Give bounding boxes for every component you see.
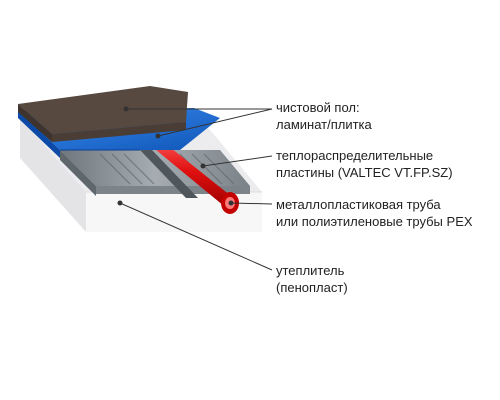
- heat-plates-label-line1: теплораспределительные: [276, 148, 434, 163]
- pipe-label-line1: металлопластиковая труба: [276, 197, 441, 212]
- finish-floor-layer: [18, 86, 188, 142]
- pipe-label: металлопластиковая труба или полиэтилено…: [276, 196, 473, 230]
- heat-plates-label: теплораспределительные пластины (VALTEC …: [276, 147, 453, 181]
- finish-floor-label-line1: чистовой пол:: [276, 100, 360, 115]
- finish-floor-label-line2: ламинат/плитка: [276, 117, 372, 132]
- insulation-label-line1: утеплитель: [276, 263, 345, 278]
- heat-plates-label-line2: пластины (VALTEC VT.FP.SZ): [276, 165, 453, 180]
- leader-dots: [117, 106, 234, 206]
- insulation-label-line2: (пенопласт): [276, 280, 348, 295]
- pipe-label-line2: или полиэтиленовые трубы PEX: [276, 214, 473, 229]
- finish-floor-label: чистовой пол: ламинат/плитка: [276, 99, 372, 133]
- insulation-label: утеплитель (пенопласт): [276, 262, 348, 296]
- leader-lines: [119, 108, 273, 271]
